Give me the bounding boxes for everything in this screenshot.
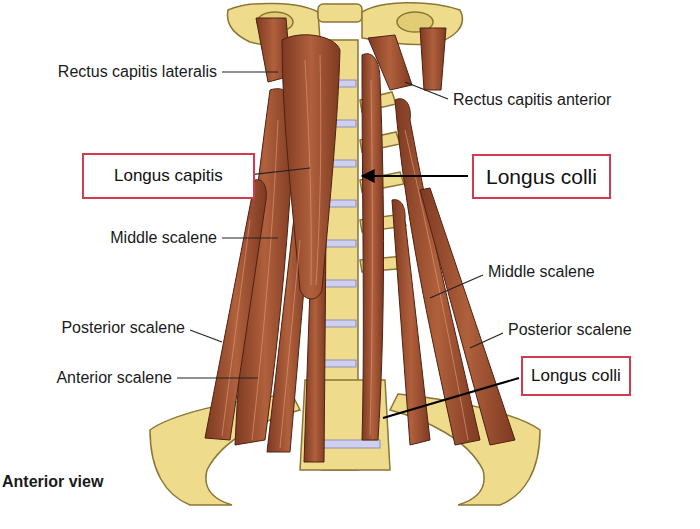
view-caption: Anterior view <box>2 473 103 490</box>
leader-line <box>222 71 278 72</box>
structure-label: Anterior scalene <box>56 369 172 386</box>
muscle-fibres <box>222 55 468 448</box>
structure-label: Rectus capitis anterior <box>453 91 611 109</box>
view-caption: Anterior view <box>2 473 103 491</box>
pointer-arrow <box>362 175 468 177</box>
structure-label: Anterior scalene <box>56 369 172 387</box>
structure-label: Middle scalene <box>488 263 595 280</box>
structure-label: Middle scalene <box>110 229 217 246</box>
structure-label: Middle scalene <box>110 229 217 247</box>
structure-label: Posterior scalene <box>508 321 632 339</box>
structure-label: Rectus capitis lateralis <box>58 63 217 81</box>
structure-label: Middle scalene <box>488 263 595 281</box>
leader-line <box>430 275 483 298</box>
muscles <box>205 18 515 462</box>
structure-label: Posterior scalene <box>61 319 185 336</box>
highlight-box: Longus colli <box>521 356 631 396</box>
leader-line <box>190 330 222 342</box>
structure-label: Posterior scalene <box>61 319 185 337</box>
leader-line <box>177 377 258 378</box>
leader-line <box>222 237 278 238</box>
structure-label: Posterior scalene <box>508 321 632 338</box>
leader-line <box>405 82 448 99</box>
highlight-box: Longus colli <box>472 154 611 199</box>
leader-line <box>470 333 503 348</box>
muscle-name: Longus colli <box>486 164 597 189</box>
structure-label: Rectus capitis anterior <box>453 91 611 108</box>
structure-label: Rectus capitis lateralis <box>58 63 217 80</box>
muscle-name: Longus colli <box>531 366 621 386</box>
highlight-box: Longus capitis <box>82 153 255 199</box>
leader-line <box>383 378 519 418</box>
muscle-name: Longus capitis <box>114 166 223 186</box>
